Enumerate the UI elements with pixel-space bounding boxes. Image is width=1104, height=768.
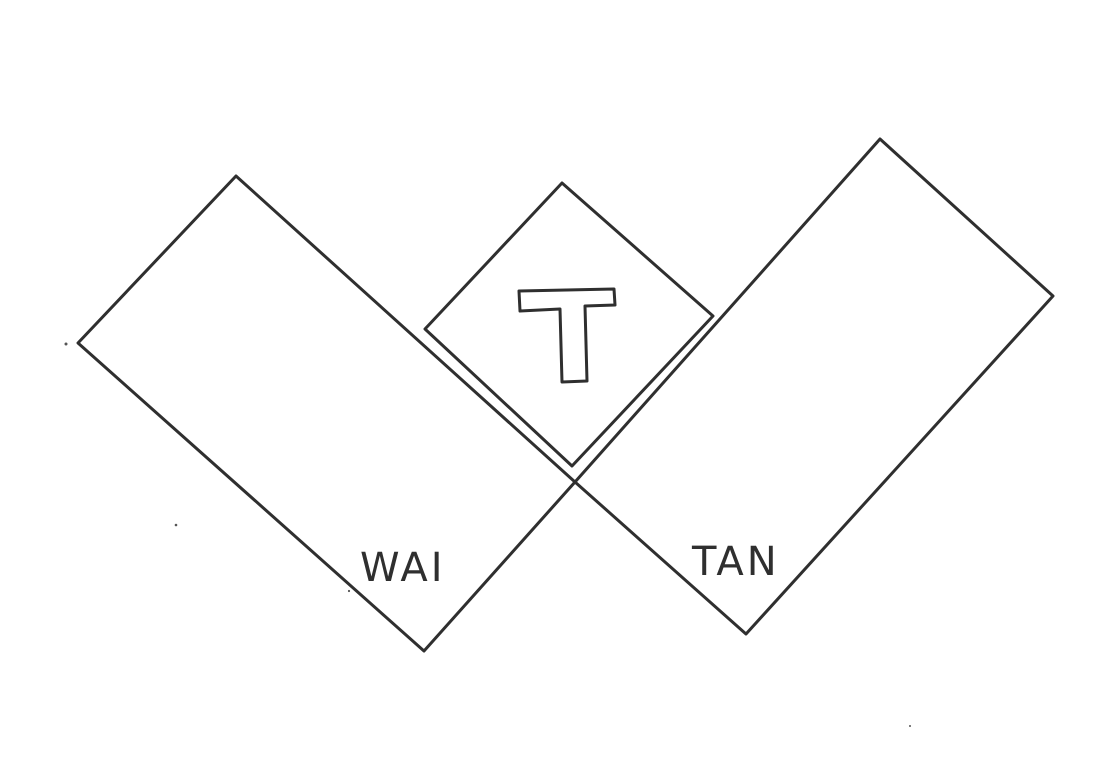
paper-speck — [64, 342, 68, 346]
paper-speck — [347, 589, 351, 593]
paper-speck — [174, 523, 178, 527]
left-word: WAI — [360, 545, 446, 591]
center-diamond — [423, 181, 715, 468]
paper-speck — [909, 725, 911, 727]
right-tilted-rectangle — [573, 137, 1055, 636]
letter-t-emblem — [517, 287, 617, 384]
right-word: TAN — [691, 539, 780, 585]
